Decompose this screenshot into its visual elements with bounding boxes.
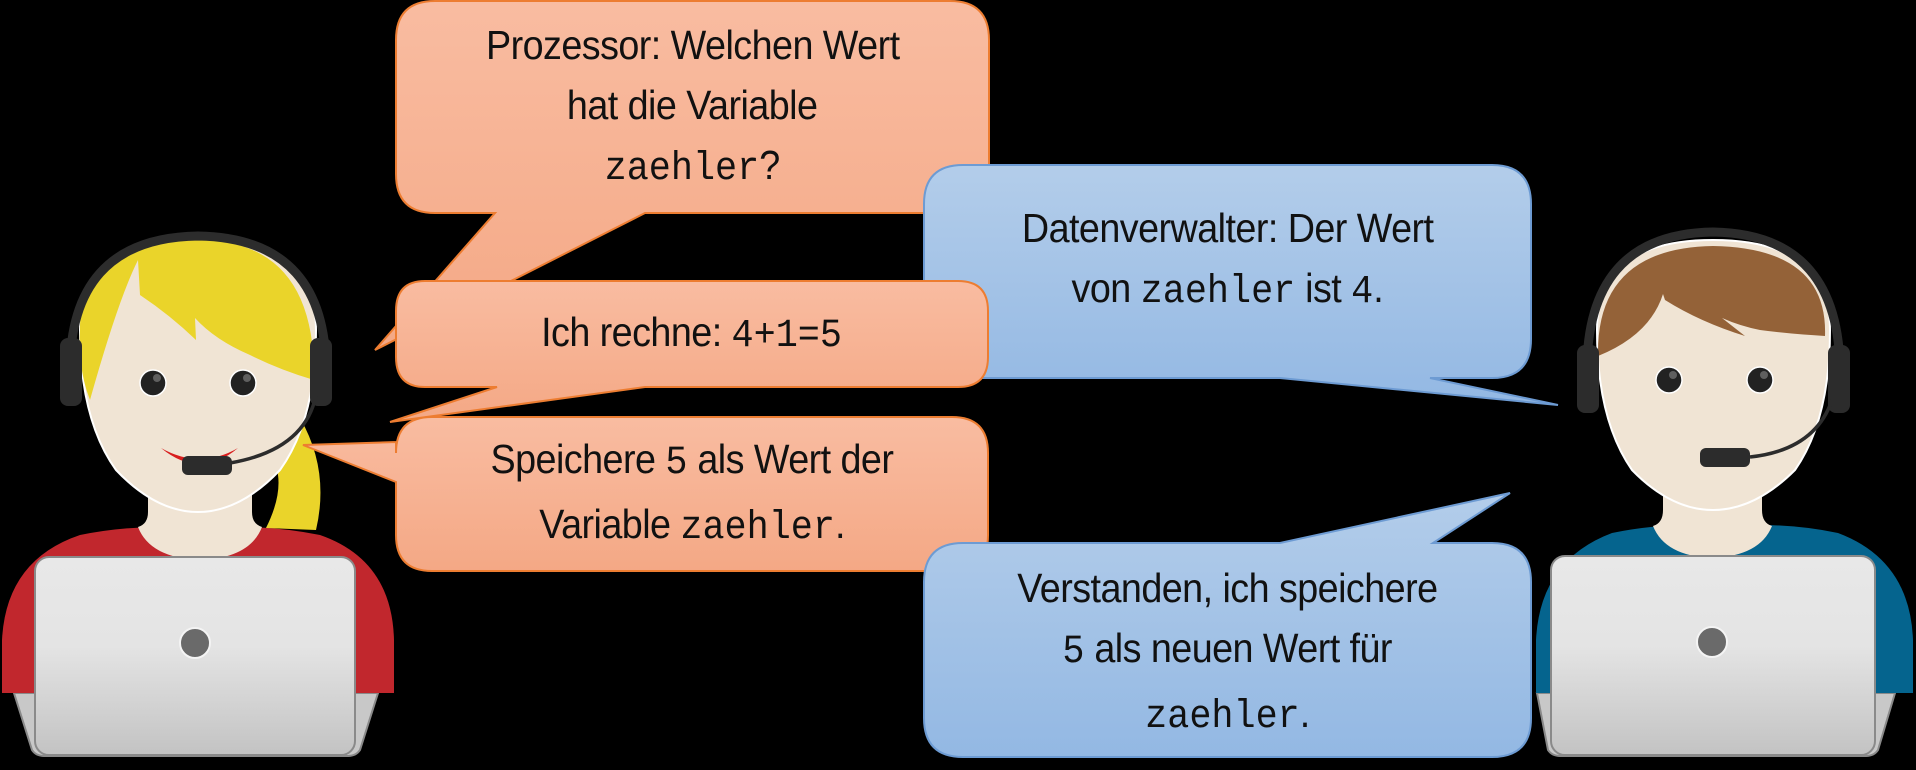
microphone: [182, 456, 232, 475]
text-span: als neuen Wert für: [1084, 625, 1393, 671]
bubble-processor-store: Speichere 5 als Wert der Variable zaehle…: [396, 417, 988, 571]
code-variable: zaehler: [1145, 695, 1300, 740]
left-earcup: [1577, 345, 1599, 413]
bubble-shape-datamanager-confirm: [923, 492, 1532, 758]
right-earcup: [310, 338, 332, 406]
right-eye: [1746, 366, 1774, 394]
bubble-shape-datamanager-answer: [923, 164, 1559, 406]
bubble-line: hat die Variable: [567, 75, 818, 135]
microphone: [1700, 448, 1750, 467]
bubble-datamanager-confirm: Verstanden, ich speichere 5 als neuen We…: [924, 555, 1531, 751]
text-span: hat die Variable: [567, 81, 818, 128]
text-span: Datenverwalter: Der Wert: [1021, 204, 1434, 251]
text-span: Speichere: [490, 436, 666, 482]
bubble-processor-compute: Ich rechne: 4+1=5: [396, 281, 988, 387]
text-span: von: [1071, 264, 1141, 311]
text-span: .: [834, 501, 845, 547]
bubble-shape-processor-store: [302, 416, 989, 572]
text-span: Variable: [539, 501, 681, 547]
right-eye: [229, 369, 257, 397]
bubble-datamanager-answer: Datenverwalter: Der Wert von zaehler ist…: [924, 185, 1531, 335]
code-value: 5: [1062, 630, 1085, 675]
bubble-line: Variable zaehler.: [539, 494, 845, 559]
text-span: Prozessor: Welchen Wert: [485, 21, 900, 68]
bubble-line: zaehler?: [604, 135, 781, 200]
text-span: .: [1373, 264, 1384, 311]
left-eye: [139, 369, 167, 397]
code-value: 5: [665, 441, 688, 486]
left-eye: [1655, 366, 1683, 394]
headband: [1582, 227, 1845, 381]
left-earcup: [60, 338, 82, 406]
text-span: ?: [759, 141, 781, 188]
hair: [79, 240, 315, 400]
text-span: .: [1299, 690, 1310, 736]
processor-character: [2, 231, 394, 757]
bubble-line: Datenverwalter: Der Wert: [1022, 198, 1434, 258]
hair: [1597, 246, 1826, 356]
text-span: Ich rechne:: [541, 308, 733, 355]
bubble-line: 5 als neuen Wert für: [1063, 618, 1393, 683]
text-span: Verstanden, ich speichere: [1017, 565, 1438, 611]
bubble-line: Prozessor: Welchen Wert: [486, 15, 900, 75]
code-variable: zaehler: [604, 146, 760, 192]
mic-boom: [1749, 399, 1834, 459]
code-expression: 4+1=5: [732, 313, 843, 359]
text-span: als Wert der: [687, 436, 894, 482]
text-span: ist: [1295, 264, 1352, 311]
bubble-line: Speichere 5 als Wert der: [491, 429, 894, 494]
code-variable: zaehler: [1140, 269, 1296, 315]
bubble-line: Verstanden, ich speichere: [1017, 558, 1438, 618]
code-value: 4: [1351, 269, 1374, 315]
laptop-logo: [179, 627, 211, 659]
bubble-line: von zaehler ist 4.: [1072, 258, 1384, 323]
right-earcup: [1828, 345, 1850, 413]
bubble-line: Ich rechne: 4+1=5: [542, 302, 843, 367]
data-manager-character: [1535, 227, 1913, 757]
bubble-line: zaehler.: [1145, 683, 1310, 748]
headband: [65, 231, 331, 381]
bubble-shape-processor-compute: [389, 280, 989, 423]
mic-boom: [229, 394, 318, 465]
code-variable: zaehler: [680, 506, 835, 551]
laptop-logo: [1696, 626, 1728, 658]
bubble-processor-question: Prozessor: Welchen Wert hat die Variable…: [396, 4, 989, 210]
